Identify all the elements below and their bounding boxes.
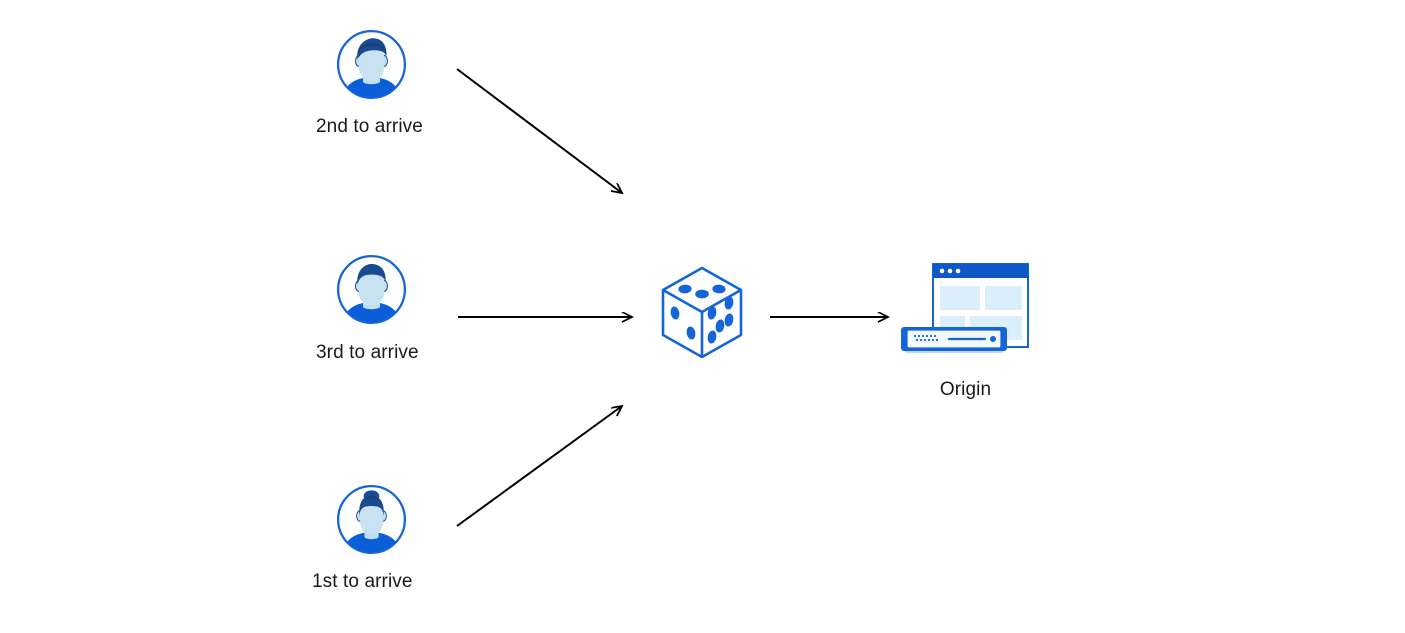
origin-server-icon [901, 263, 1029, 353]
node-label-client-3rd: 3rd to arrive [316, 342, 419, 363]
node-client-2nd [336, 29, 407, 100]
node-client-1st [336, 484, 407, 555]
node-label-origin: Origin [939, 379, 992, 400]
server-device [901, 327, 1007, 353]
node-label-client-2nd: 2nd to arrive [316, 116, 423, 137]
user-avatar-male-short-hair-icon [336, 29, 407, 100]
user-avatar-male-short-hair-icon [336, 254, 407, 325]
node-randomizer [658, 265, 746, 360]
arrow-1st-to-dice [456, 406, 622, 527]
node-label-client-1st: 1st to arrive [312, 571, 413, 592]
node-client-3rd [336, 254, 407, 325]
node-origin [893, 255, 1038, 365]
dice-icon [661, 266, 743, 359]
user-avatar-female-bun-icon [336, 484, 407, 555]
